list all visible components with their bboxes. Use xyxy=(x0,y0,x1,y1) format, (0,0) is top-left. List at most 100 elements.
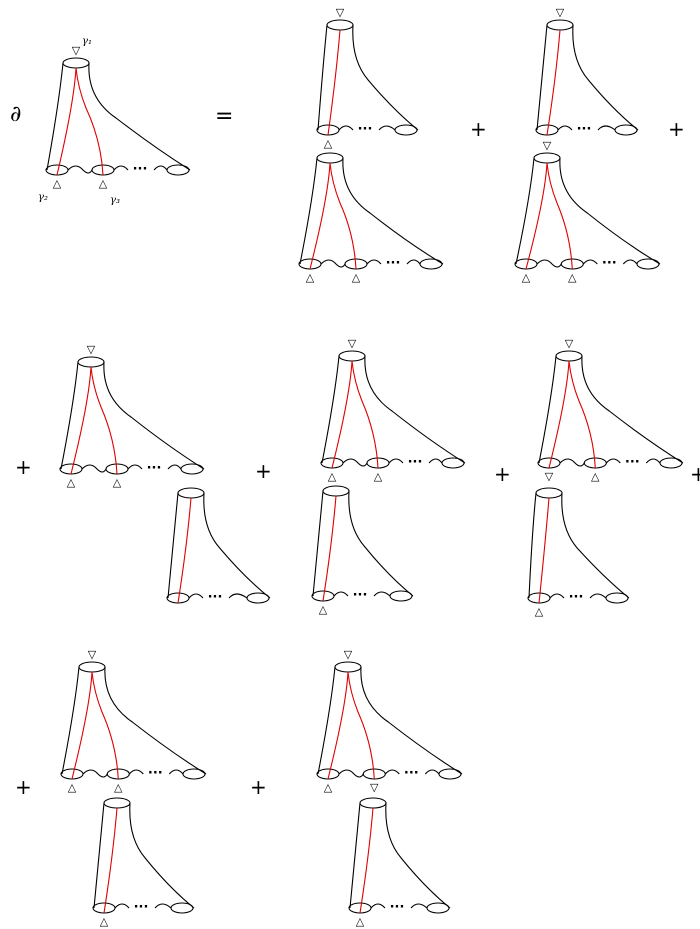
red-curve xyxy=(177,497,192,604)
bottom-marker: △ xyxy=(68,781,77,794)
bottom-boundary-circle xyxy=(166,164,190,176)
surface-outline xyxy=(167,492,271,599)
bottom-wiggle xyxy=(622,259,638,265)
bottom-wiggle xyxy=(378,125,396,131)
red-curve xyxy=(546,29,561,136)
bottom-wiggle xyxy=(81,464,107,473)
plus-sign-8: + xyxy=(250,775,267,799)
plus-sign-6: + xyxy=(690,462,700,486)
red-curve xyxy=(103,807,118,914)
bottom-wiggle xyxy=(153,165,168,171)
bottom-boundary-circle xyxy=(180,463,204,475)
top-boundary-circle xyxy=(334,661,362,673)
bottom-wiggle xyxy=(388,458,404,464)
bottom-wiggle xyxy=(127,464,143,470)
ellipsis: ··· xyxy=(569,590,584,605)
top-boundary-circle xyxy=(338,350,366,362)
red-curve xyxy=(568,360,596,469)
surface-piece: ···▽△△ xyxy=(514,139,661,284)
bottom-marker: △ xyxy=(324,137,333,150)
bottom-wiggle xyxy=(589,593,607,599)
bottom-wiggle xyxy=(338,769,364,778)
surface-piece: ···△ xyxy=(311,485,414,616)
bottom-wiggle xyxy=(645,458,661,464)
plus-sign-5: + xyxy=(494,462,511,486)
red-curve xyxy=(538,497,550,604)
bottom-boundary-circle xyxy=(389,590,413,602)
bottom-boundary-circle xyxy=(426,902,450,914)
bottom-marker: △ xyxy=(328,470,337,483)
bottom-wiggle xyxy=(370,903,386,909)
bottom-wiggle xyxy=(536,259,562,268)
plus-sign-7: + xyxy=(15,775,32,799)
ellipsis: ··· xyxy=(134,900,149,915)
surface-piece: ···▽△ xyxy=(316,6,419,150)
surface-outline xyxy=(536,24,639,131)
top-boundary-circle xyxy=(359,797,387,809)
red-curve xyxy=(351,360,379,469)
surface-pieces: ···▽△△···▽△···△△···▽···▽△△···▽△△······▽△… xyxy=(45,6,684,928)
surface-outline xyxy=(317,666,463,775)
label-gamma-1: γ₁ xyxy=(82,36,92,47)
bottom-boundary-circle xyxy=(182,768,206,780)
top-boundary-circle xyxy=(322,485,350,497)
bottom-marker: △ xyxy=(53,177,62,190)
plus-sign-3: + xyxy=(15,455,32,479)
bottom-wiggle xyxy=(67,165,93,174)
top-marker: ▽ xyxy=(344,648,353,661)
bottom-wiggle xyxy=(228,593,248,599)
bottom-wiggle xyxy=(154,903,172,909)
bottom-marker: △ xyxy=(99,177,108,190)
red-curve xyxy=(309,162,331,270)
bottom-boundary-circle xyxy=(419,258,443,270)
bottom-boundary-circle xyxy=(614,124,638,136)
surface-outline xyxy=(93,802,195,909)
red-curve xyxy=(546,162,573,270)
red-curve xyxy=(548,360,570,469)
bottom-wiggle xyxy=(128,769,144,775)
ellipsis: ··· xyxy=(408,455,423,470)
surface-piece: ···▽△▽ xyxy=(316,648,463,794)
bottom-wiggle xyxy=(582,259,598,265)
bottom-wiggle xyxy=(333,591,349,597)
red-curve xyxy=(91,671,119,780)
bottom-wiggle xyxy=(424,769,440,775)
top-boundary-circle xyxy=(326,19,354,31)
surface-piece: ···▽ xyxy=(535,6,639,137)
bottom-boundary-circle xyxy=(394,124,418,136)
ellipsis: ··· xyxy=(577,122,592,137)
bottom-wiggle xyxy=(338,125,354,131)
red-curve xyxy=(90,366,118,475)
bottom-marker: △ xyxy=(306,271,315,284)
top-boundary-circle xyxy=(77,356,105,368)
bottom-boundary-circle xyxy=(441,457,465,469)
red-curve xyxy=(329,162,357,270)
bottom-marker: △ xyxy=(522,271,531,284)
top-boundary-circle xyxy=(177,487,205,499)
surface-piece: ···▽△△ xyxy=(60,648,207,794)
bottom-wiggle xyxy=(557,125,573,131)
ellipsis: ··· xyxy=(148,766,163,781)
label-gamma-3: γ₃ xyxy=(110,195,120,206)
surface-piece: ···▽▽△ xyxy=(537,337,684,483)
red-curve xyxy=(71,671,93,780)
top-boundary-circle xyxy=(546,19,574,31)
plus-sign-4: + xyxy=(255,459,272,483)
label-gamma-2: γ₂ xyxy=(38,192,48,203)
bottom-marker: △ xyxy=(568,271,577,284)
bottom-marker: △ xyxy=(324,781,333,794)
bottom-marker: △ xyxy=(352,271,361,284)
bottom-wiggle xyxy=(366,259,382,265)
bottom-marker: △ xyxy=(113,476,122,489)
bottom-boundary-circle xyxy=(636,258,660,270)
surface-outline xyxy=(349,802,451,909)
red-curve xyxy=(525,162,548,270)
ellipsis: ··· xyxy=(353,588,368,603)
surface-piece: ···△△ xyxy=(298,152,444,284)
bottom-boundary-circle xyxy=(246,592,270,604)
surface-outline xyxy=(61,666,207,775)
bottom-marker: △ xyxy=(374,470,383,483)
bottom-boundary-circle xyxy=(438,768,462,780)
surface-piece: ···▽△△ xyxy=(59,343,205,489)
ellipsis: ··· xyxy=(404,766,419,781)
